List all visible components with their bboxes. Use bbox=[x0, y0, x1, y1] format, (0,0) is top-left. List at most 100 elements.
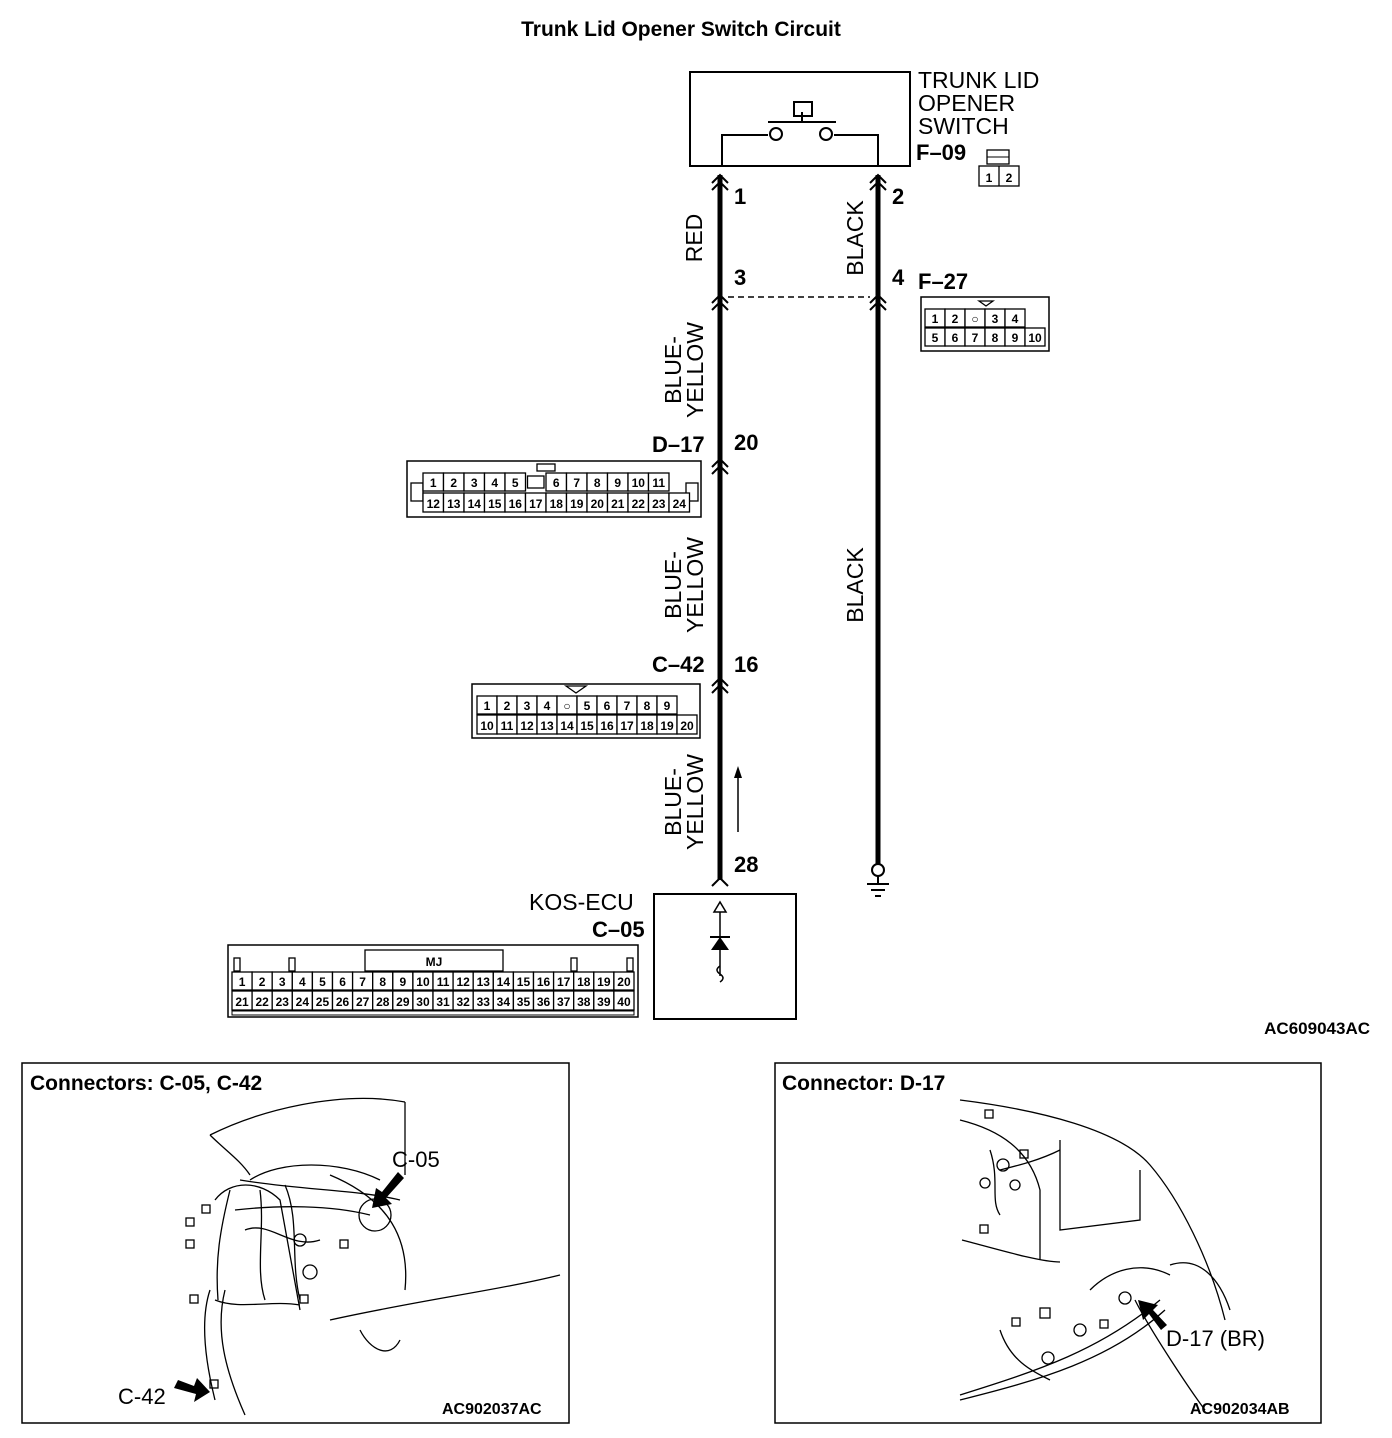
switch-name: TRUNK LID OPENER SWITCH bbox=[918, 67, 1039, 139]
c42-pin: 19 bbox=[660, 719, 674, 733]
current-flow-arrow bbox=[734, 766, 742, 832]
trunk-lid-opener-switch bbox=[689, 71, 911, 167]
c05-pin: 19 bbox=[597, 975, 611, 989]
c05-pin: 29 bbox=[396, 995, 410, 1009]
c05-pin: 3 bbox=[279, 975, 286, 989]
c05-pin: 22 bbox=[255, 995, 269, 1009]
f27-pin: 10 bbox=[1028, 331, 1042, 345]
pin-number: 3 bbox=[734, 265, 746, 290]
c05-pin: 32 bbox=[456, 995, 470, 1009]
c05-pin: 14 bbox=[497, 975, 511, 989]
f27-pin: 3 bbox=[992, 312, 999, 326]
f27-cell bbox=[1024, 327, 1046, 347]
c42-pin: 20 bbox=[680, 719, 694, 733]
svg-text:SWITCH: SWITCH bbox=[918, 113, 1009, 139]
c05-pin: 8 bbox=[379, 975, 386, 989]
pin-number: 1 bbox=[734, 184, 746, 209]
f09-pin: 1 bbox=[986, 171, 993, 185]
pin-number: 4 bbox=[892, 265, 905, 290]
callout-label: C-05 bbox=[392, 1147, 440, 1172]
kos-ecu-box bbox=[653, 893, 797, 1020]
d17-pin: 22 bbox=[632, 497, 646, 511]
wire-color-label: BLUE- YELLOW bbox=[660, 754, 708, 850]
panel-connector-d17: Connector: D-17 bbox=[774, 1062, 1322, 1424]
d17-cell bbox=[647, 472, 670, 492]
panel-figure-id: AC902034AB bbox=[1190, 1401, 1290, 1418]
d17-pin: 16 bbox=[509, 497, 523, 511]
c05-pin: 12 bbox=[456, 975, 470, 989]
c42-pin: 12 bbox=[520, 719, 534, 733]
c42-pin: 2 bbox=[504, 699, 511, 713]
c42-pin: 11 bbox=[501, 719, 514, 733]
connector-label-c42: C–42 bbox=[652, 652, 705, 677]
c05-pin: 30 bbox=[416, 995, 430, 1009]
f27-pin: 6 bbox=[952, 331, 959, 345]
c05-pin: 40 bbox=[617, 995, 631, 1009]
c05-pin: 11 bbox=[437, 975, 450, 989]
f09-pin: 2 bbox=[1006, 171, 1013, 185]
c05-pin: 21 bbox=[235, 995, 249, 1009]
c05-pin: 20 bbox=[617, 975, 631, 989]
d17-pin: 23 bbox=[652, 497, 666, 511]
c05-pin: 31 bbox=[436, 995, 450, 1009]
c05-pin: 37 bbox=[557, 995, 571, 1009]
c42-pin: 18 bbox=[640, 719, 654, 733]
c05-pin: 34 bbox=[497, 995, 511, 1009]
svg-text:OPENER: OPENER bbox=[918, 90, 1015, 116]
c05-pin: 5 bbox=[319, 975, 326, 989]
d17-pin: 20 bbox=[591, 497, 605, 511]
connector-label-d17: D–17 bbox=[652, 432, 705, 457]
callout-label: D-17 (BR) bbox=[1166, 1326, 1265, 1351]
d17-pin: 3 bbox=[471, 476, 478, 490]
left-wire-connector-marks bbox=[711, 173, 729, 887]
f27-pin: 5 bbox=[932, 331, 939, 345]
c05-pin: 25 bbox=[316, 995, 330, 1009]
c42-pin: 1 bbox=[484, 699, 491, 713]
d17-pin: 14 bbox=[468, 497, 482, 511]
c42-cell bbox=[656, 695, 678, 715]
f27-pin: ○ bbox=[971, 312, 978, 326]
c42-pin: 14 bbox=[560, 719, 574, 733]
c05-pin: 35 bbox=[517, 995, 531, 1009]
c05-pin: 27 bbox=[356, 995, 370, 1009]
c05-cell bbox=[613, 990, 635, 1011]
d17-pin: 19 bbox=[570, 497, 584, 511]
pin-number: 2 bbox=[892, 184, 904, 209]
c42-pin: 3 bbox=[524, 699, 531, 713]
ecu-name: KOS-ECU bbox=[529, 889, 634, 915]
svg-text:BLUE-: BLUE- bbox=[660, 768, 686, 836]
svg-text:YELLOW: YELLOW bbox=[682, 754, 708, 850]
d17-pin: 18 bbox=[550, 497, 564, 511]
wire-color-label: BLACK bbox=[842, 200, 868, 276]
d17-pin: 1 bbox=[430, 476, 437, 490]
c05-pin: 2 bbox=[259, 975, 266, 989]
pin-number: 16 bbox=[734, 652, 758, 677]
wire-color-label: BLACK bbox=[842, 547, 868, 623]
d17-pin: 13 bbox=[447, 497, 461, 511]
switch-connector-label: F–09 bbox=[916, 140, 966, 165]
f09-connector-face: 1 2 bbox=[978, 149, 1020, 187]
connector-key bbox=[526, 475, 545, 489]
c05-pin: 4 bbox=[299, 975, 306, 989]
d17-pin: 8 bbox=[594, 476, 601, 490]
panel-connectors-c05-c42: Connectors: C-05, C-42 bbox=[21, 1062, 570, 1424]
d17-pin: 2 bbox=[450, 476, 457, 490]
c42-pin: 16 bbox=[600, 719, 614, 733]
wire-color-label: RED bbox=[681, 214, 707, 263]
d17-callout-arrow bbox=[1138, 1300, 1167, 1330]
svg-text:TRUNK LID: TRUNK LID bbox=[918, 67, 1039, 93]
c42-pin: 17 bbox=[620, 719, 634, 733]
c05-pin: 13 bbox=[477, 975, 491, 989]
c05-cell bbox=[613, 971, 635, 991]
c42-pin: 13 bbox=[540, 719, 554, 733]
c05-pin: 38 bbox=[577, 995, 591, 1009]
f27-cell bbox=[1004, 308, 1026, 328]
wire-color-label: BLUE- YELLOW bbox=[660, 322, 708, 418]
c42-cell bbox=[676, 714, 698, 735]
ecu-key-label: MJ bbox=[426, 955, 443, 969]
ground-symbol bbox=[867, 863, 889, 897]
d17-cell bbox=[504, 472, 527, 492]
